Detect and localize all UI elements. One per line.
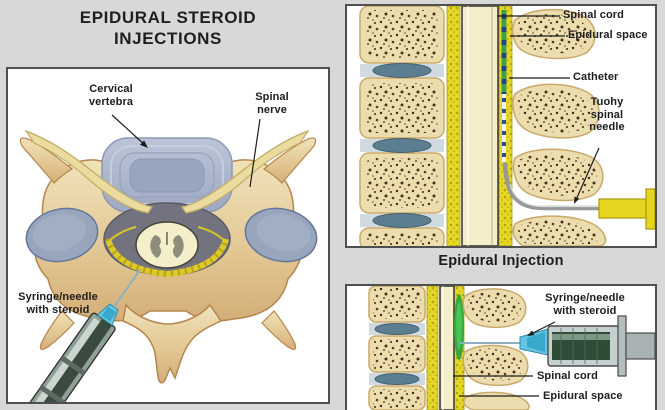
spinous-process <box>122 303 223 384</box>
epidural-injection-caption: Epidural Injection <box>438 253 564 269</box>
injection-panel: Syringe/needle with steroid Spinal cord … <box>345 284 657 410</box>
bone-prong <box>262 137 317 184</box>
pointer-spinal-nerve <box>249 118 261 188</box>
label-spinal-cord: Spinal cord <box>563 9 624 21</box>
spinous-processes <box>462 288 530 410</box>
label-spinal-cord-bottom: Spinal cord <box>537 370 598 382</box>
label-catheter: Catheter <box>573 71 619 83</box>
vertebral-bodies <box>359 6 445 246</box>
label-epidural-space-bottom: Epidural space <box>543 390 623 402</box>
right-nerve-root <box>181 129 310 214</box>
bone-prong <box>39 310 75 350</box>
catheter-illustration <box>359 6 655 246</box>
label-syringe-needle-axial: Syringe/needle with steroid <box>18 291 98 316</box>
tuohy-needle <box>502 162 655 230</box>
disc-spaces <box>369 323 425 385</box>
syringe-axial <box>22 268 142 402</box>
injection-syringe <box>460 315 655 377</box>
label-epidural-space: Epidural space <box>568 29 648 41</box>
axial-vertebra-illustration <box>19 114 318 402</box>
vertebral-body <box>101 137 233 213</box>
dural-sleeve <box>108 226 137 242</box>
left-nerve-root <box>24 129 153 214</box>
axial-vertebra-panel: Cervical vertebra Spinal nerve Syringe/n… <box>6 67 330 404</box>
catheter-panel: Spinal cord Epidural space Catheter Tuoh… <box>345 4 657 248</box>
injection-illustration <box>368 286 655 410</box>
pointer-syringe-needle <box>527 321 556 336</box>
pointer-tuohy-needle <box>574 147 600 204</box>
bone-prong <box>261 310 297 350</box>
right-transverse-oval <box>244 207 318 263</box>
spinal-cord-column <box>439 286 455 410</box>
spinous-processes <box>511 8 607 246</box>
label-syringe-needle: Syringe/needle with steroid <box>545 292 625 317</box>
left-transverse-oval <box>25 207 99 263</box>
disc-spaces <box>360 63 444 228</box>
vertebral-bodies <box>368 286 426 410</box>
label-cervical-vertebra: Cervical vertebra <box>88 83 134 108</box>
spinal-cord-column <box>461 6 499 246</box>
spinal-cord <box>135 221 199 269</box>
dural-sleeve <box>197 226 226 242</box>
label-spinal-nerve: Spinal nerve <box>255 91 289 116</box>
poster-title: EPIDURAL STEROID INJECTIONS <box>79 8 257 48</box>
pointer-cervical-vertebra <box>111 114 148 148</box>
label-tuohy-needle: Tuohy spinal needle <box>589 96 625 133</box>
epidural-space-yellow <box>105 238 229 278</box>
